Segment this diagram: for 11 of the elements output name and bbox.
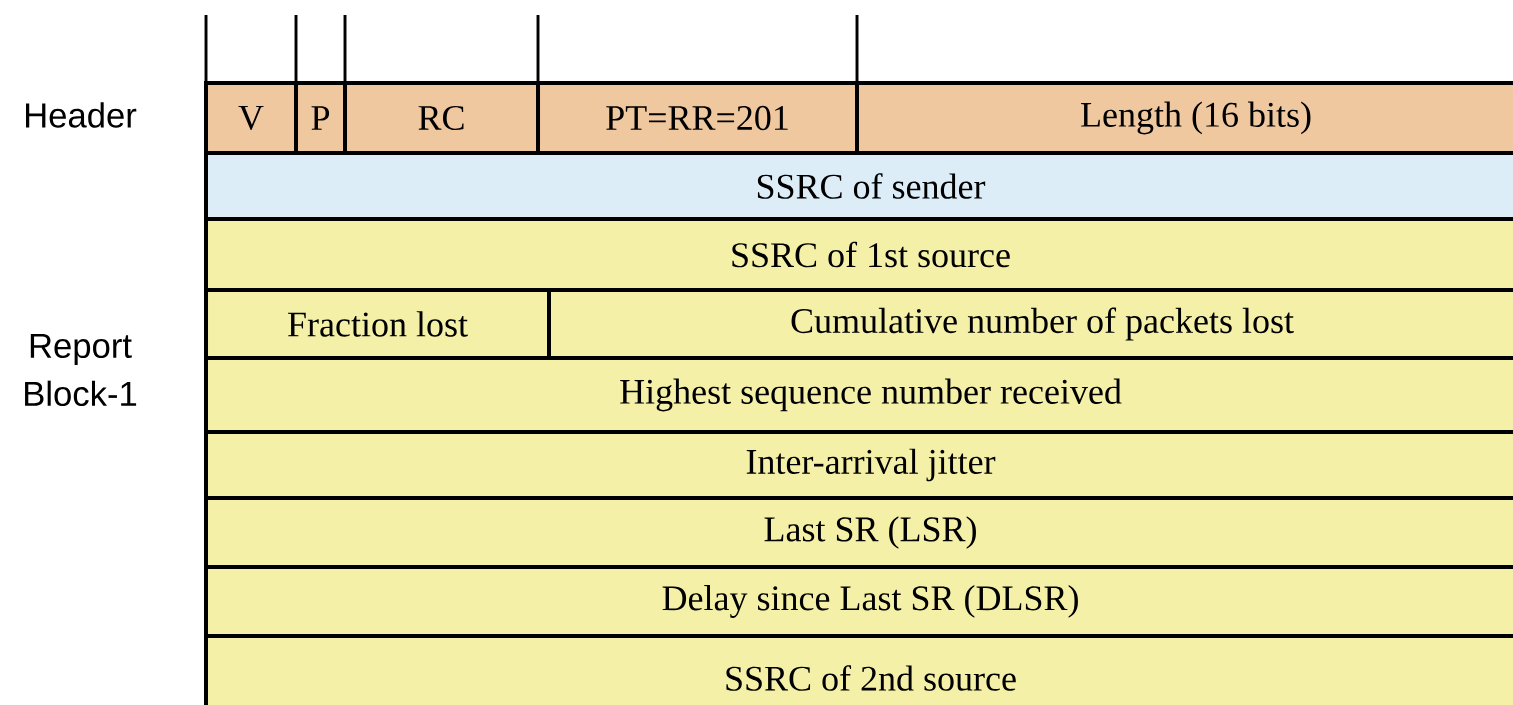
packet-field: PT=RR=201 bbox=[536, 81, 859, 155]
packet-field: Last SR (LSR) bbox=[204, 496, 1513, 569]
row-group-label: Report Block-1 bbox=[25, 333, 137, 407]
packet-field: P bbox=[294, 81, 347, 155]
packet-field: Inter-arrival jitter bbox=[204, 430, 1513, 500]
packet-field: V bbox=[204, 81, 298, 155]
row-group-label: Header bbox=[26, 102, 137, 128]
packet-field: SSRC of sender bbox=[204, 151, 1513, 221]
packet-field: Delay since Last SR (DLSR) bbox=[204, 565, 1513, 638]
packet-field: Fraction lost bbox=[204, 288, 551, 360]
packet-field: SSRC of 2nd source bbox=[204, 634, 1513, 705]
